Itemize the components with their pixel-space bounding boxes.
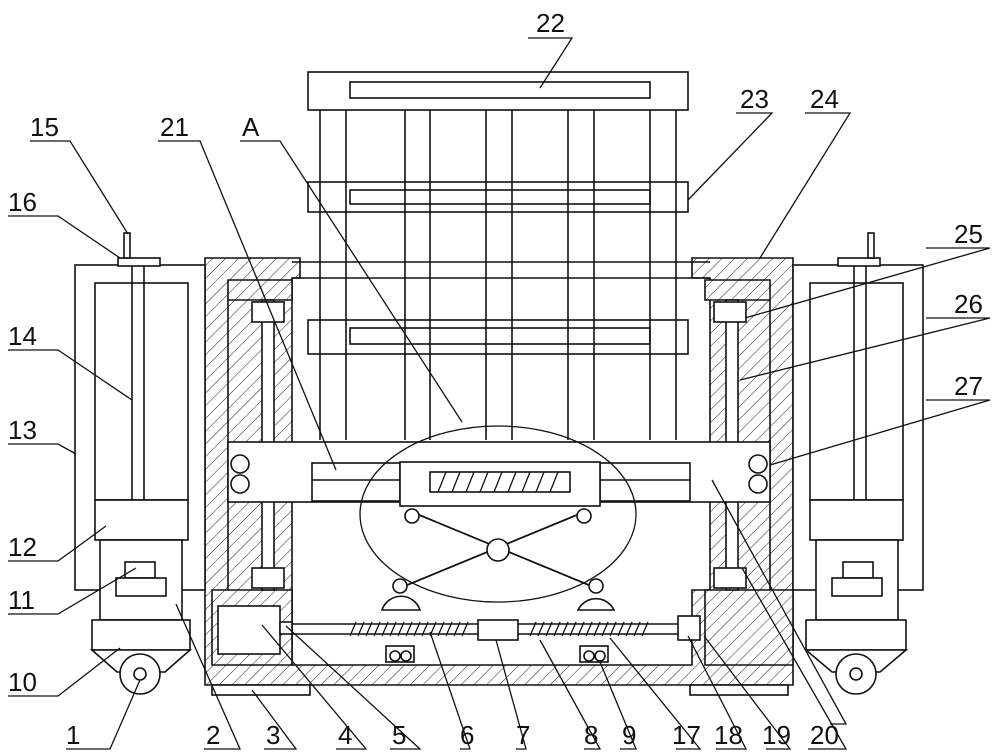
leader-lines [8, 37, 991, 750]
label-13: 13 [8, 415, 37, 445]
label-20: 20 [810, 720, 839, 750]
label-12: 12 [8, 532, 37, 562]
label-5: 5 [392, 720, 406, 750]
left-leg-assembly [74, 232, 206, 695]
label-a: A [242, 112, 260, 142]
label-7: 7 [516, 720, 530, 750]
base-foot-left [211, 684, 311, 696]
right-leg-assembly [792, 232, 924, 695]
label-26: 26 [954, 289, 983, 319]
base-foot-right [689, 684, 789, 696]
label-10: 10 [8, 667, 37, 697]
label-2: 2 [206, 720, 220, 750]
label-24: 24 [810, 84, 839, 114]
lift-platform [227, 441, 771, 507]
label-8: 8 [584, 720, 598, 750]
detail-circle-a [359, 425, 637, 603]
upper-frame [292, 71, 710, 440]
label-18: 18 [714, 720, 743, 750]
part-labels: 22 23 24 21 A 15 16 14 13 12 11 10 1 2 3… [8, 8, 983, 750]
label-4: 4 [338, 720, 352, 750]
label-9: 9 [622, 720, 636, 750]
label-11: 11 [8, 585, 35, 615]
label-25: 25 [954, 219, 983, 249]
label-14: 14 [8, 321, 37, 351]
label-3: 3 [266, 720, 280, 750]
label-23: 23 [740, 84, 769, 114]
label-21: 21 [160, 112, 189, 142]
label-17: 17 [672, 720, 701, 750]
lead-screw-drive [217, 605, 701, 663]
label-6: 6 [460, 720, 474, 750]
label-1: 1 [66, 720, 80, 750]
label-16: 16 [8, 187, 37, 217]
label-15: 15 [30, 112, 59, 142]
label-22: 22 [536, 8, 565, 38]
label-27: 27 [954, 371, 983, 401]
label-19: 19 [762, 720, 791, 750]
scissor-linkage [380, 508, 616, 611]
